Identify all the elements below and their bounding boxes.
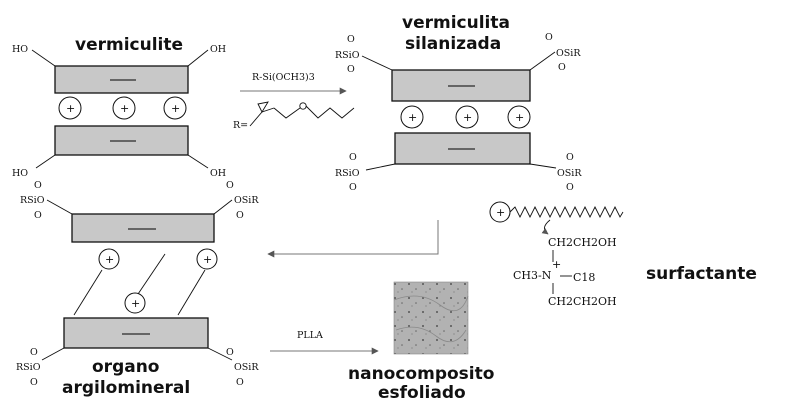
nanocomposite-label-line1: nanocomposito bbox=[348, 364, 494, 384]
svg-text:+: + bbox=[408, 111, 417, 124]
svg-text:O: O bbox=[34, 210, 42, 221]
svg-text:O: O bbox=[558, 62, 566, 73]
nanocomposite-label-line2: esfoliado bbox=[378, 383, 466, 402]
cation-icon bbox=[507, 105, 531, 129]
svg-text:O: O bbox=[30, 377, 38, 388]
osir-top-right: OSiR bbox=[234, 195, 259, 206]
osir-top-right: OSiR bbox=[556, 48, 581, 59]
svg-text:O: O bbox=[236, 377, 244, 388]
svg-text:O: O bbox=[226, 347, 234, 358]
intercalation-arrow bbox=[267, 220, 439, 258]
svg-text:+: + bbox=[120, 102, 129, 115]
surfactant-tail bbox=[509, 205, 624, 219]
hydroxyl-bottom-left: HO bbox=[12, 168, 28, 179]
surf-c18: C18 bbox=[573, 271, 595, 284]
r-equals-label: R= bbox=[233, 120, 248, 131]
rsio-top-left: RSiO bbox=[335, 50, 360, 61]
rsio-top-left: RSiO bbox=[20, 195, 45, 206]
cation-icon bbox=[124, 292, 146, 314]
silane-reagent-label: R-Si(OCH3)3 bbox=[252, 72, 315, 83]
svg-text:O: O bbox=[349, 182, 357, 193]
interlayer-cations: + + + bbox=[400, 105, 531, 129]
vermiculite-group: vermiculite HO OH + + + HO OH bbox=[12, 35, 226, 179]
silanized-label-line2: silanizada bbox=[405, 34, 501, 54]
svg-text:O: O bbox=[545, 32, 553, 43]
silanized-label-line1: vermiculita bbox=[402, 13, 510, 33]
svg-text:+: + bbox=[552, 258, 561, 271]
cation-icon bbox=[163, 96, 187, 120]
svg-text:+: + bbox=[463, 111, 472, 124]
silanization-step: R-Si(OCH3)3 R= bbox=[233, 72, 355, 131]
interlayer-cations: + + + bbox=[58, 96, 187, 120]
hydroxyl-top-left: HO bbox=[12, 44, 28, 55]
clay-plate-top bbox=[391, 69, 531, 102]
organo-label-line2: argilomineral bbox=[62, 378, 190, 398]
cation-icon bbox=[400, 105, 424, 129]
svg-text:+: + bbox=[66, 102, 75, 115]
surfactant-group: + CH2CH2OH + CH3-N C18 CH2CH2OH surfacta… bbox=[489, 201, 757, 308]
surf-bottom-ethanol: CH2CH2OH bbox=[548, 295, 617, 308]
svg-text:+: + bbox=[105, 253, 114, 266]
svg-text:O: O bbox=[30, 347, 38, 358]
surf-top-ethanol: CH2CH2OH bbox=[548, 236, 617, 249]
cation-icon bbox=[58, 96, 82, 120]
organoclay-group: O RSiO O O OSiR O + + + O RSiO O O OSiR … bbox=[16, 180, 259, 398]
svg-text:+: + bbox=[496, 206, 505, 219]
svg-text:O: O bbox=[347, 34, 355, 45]
vermiculite-label: vermiculite bbox=[75, 35, 183, 55]
svg-text:O: O bbox=[226, 180, 234, 191]
clay-plate-top bbox=[71, 213, 215, 243]
hydroxyl-bottom-right: OH bbox=[210, 168, 226, 179]
silanized-vermiculite-group: vermiculita silanizada O RSiO O O OSiR O… bbox=[335, 13, 582, 193]
glycidoxypropyl-structure bbox=[249, 101, 355, 127]
surfactant-label: surfactante bbox=[646, 264, 757, 284]
plla-label: PLLA bbox=[297, 330, 323, 341]
osir-bottom-right: OSiR bbox=[557, 168, 582, 179]
organo-label-line1: organo bbox=[92, 357, 160, 377]
surf-ch3n: CH3-N bbox=[513, 269, 552, 282]
svg-text:+: + bbox=[515, 111, 524, 124]
clay-plate-bottom bbox=[63, 317, 209, 349]
svg-text:O: O bbox=[236, 210, 244, 221]
cation-icon bbox=[455, 105, 479, 129]
hydroxyl-top-right: OH bbox=[210, 44, 226, 55]
svg-text:+: + bbox=[131, 297, 140, 310]
svg-text:O: O bbox=[34, 180, 42, 191]
svg-text:O: O bbox=[349, 152, 357, 163]
rsio-bottom-left: RSiO bbox=[16, 362, 41, 373]
svg-text:+: + bbox=[203, 253, 212, 266]
osir-bottom-right: OSiR bbox=[234, 362, 259, 373]
nanocomposite-group: PLLA nanocomposito esfoliado bbox=[270, 281, 494, 402]
tem-micrograph-image bbox=[393, 281, 469, 355]
cation-icon bbox=[98, 248, 120, 270]
rsio-bottom-left: RSiO bbox=[335, 168, 360, 179]
cation-icon bbox=[196, 248, 218, 270]
cation-icon bbox=[112, 96, 136, 120]
svg-text:+: + bbox=[171, 102, 180, 115]
svg-text:O: O bbox=[566, 182, 574, 193]
svg-text:O: O bbox=[566, 152, 574, 163]
svg-text:O: O bbox=[347, 64, 355, 75]
